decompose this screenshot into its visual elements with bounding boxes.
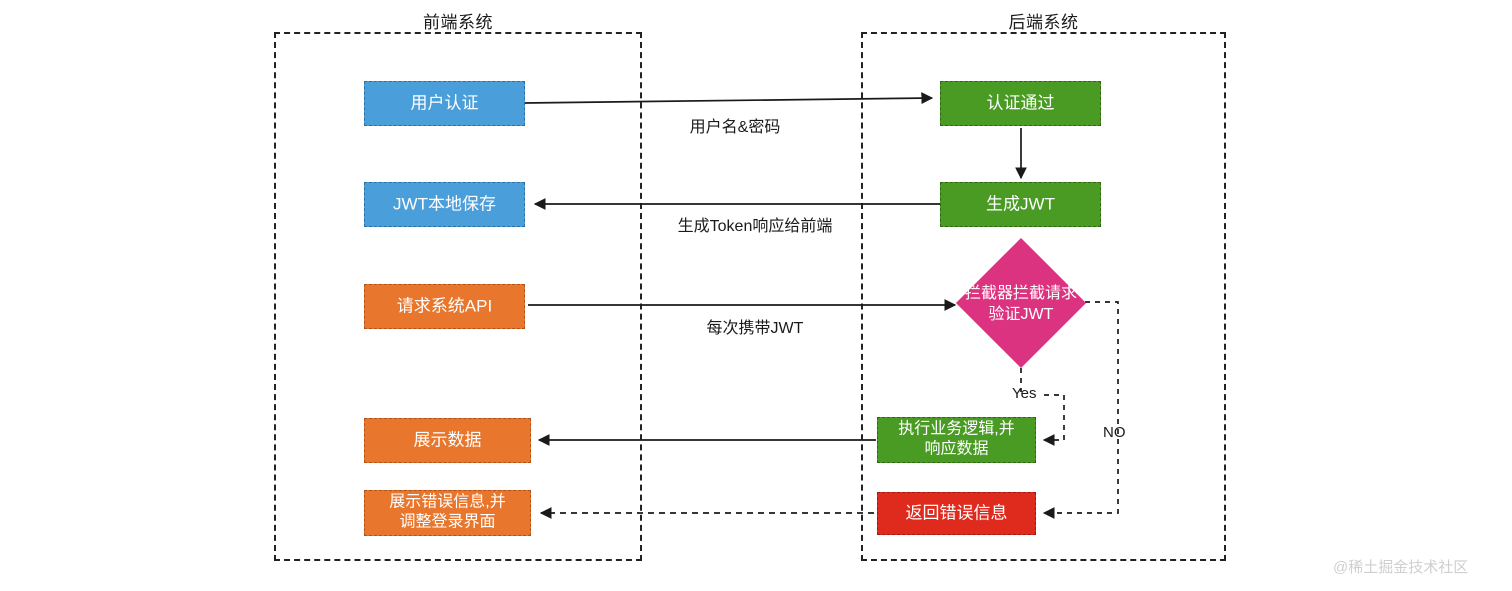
node-show-error-line2: 调整登录界面 — [399, 513, 496, 531]
node-generate-jwt[interactable]: 生成JWT — [940, 182, 1101, 227]
node-user-auth[interactable]: 用户认证 — [364, 81, 525, 126]
edge-label-username-password: 用户名&密码 — [689, 119, 781, 136]
node-generate-jwt-label: 生成JWT — [986, 194, 1055, 214]
node-business-logic-label: 执行业务逻辑,并 响应数据 — [878, 420, 1035, 460]
node-show-error-line1: 展示错误信息,并 — [389, 493, 506, 511]
node-business-logic-line2: 响应数据 — [924, 440, 989, 458]
node-request-api[interactable]: 请求系统API — [364, 284, 525, 329]
node-return-error-label: 返回错误信息 — [905, 503, 1008, 523]
node-request-api-label: 请求系统API — [396, 296, 493, 316]
node-jwt-local-save-label: JWT本地保存 — [393, 194, 496, 214]
node-user-auth-label: 用户认证 — [410, 93, 479, 113]
node-business-logic[interactable]: 执行业务逻辑,并 响应数据 — [877, 417, 1036, 463]
node-show-data-label: 展示数据 — [413, 430, 482, 450]
node-auth-pass[interactable]: 认证通过 — [940, 81, 1101, 126]
frontend-lane-container — [274, 32, 642, 561]
backend-lane-title: 后端系统 — [1008, 13, 1079, 32]
node-return-error[interactable]: 返回错误信息 — [877, 492, 1036, 535]
edge-label-yes: Yes — [1012, 385, 1037, 402]
node-auth-pass-label: 认证通过 — [986, 93, 1055, 113]
edge-label-carry-jwt: 每次携带JWT — [706, 320, 804, 337]
node-show-error[interactable]: 展示错误信息,并 调整登录界面 — [364, 490, 531, 536]
node-business-logic-line1: 执行业务逻辑,并 — [898, 420, 1015, 438]
node-show-data[interactable]: 展示数据 — [364, 418, 531, 463]
node-show-error-label: 展示错误信息,并 调整登录界面 — [365, 493, 530, 533]
edge-label-no: NO — [1103, 424, 1126, 441]
node-jwt-local-save[interactable]: JWT本地保存 — [364, 182, 525, 227]
backend-lane-container — [861, 32, 1226, 561]
frontend-lane-title: 前端系统 — [423, 13, 493, 32]
watermark: @稀土掘金技术社区 — [1333, 559, 1469, 576]
edge-label-token-response: 生成Token响应给前端 — [677, 218, 833, 235]
